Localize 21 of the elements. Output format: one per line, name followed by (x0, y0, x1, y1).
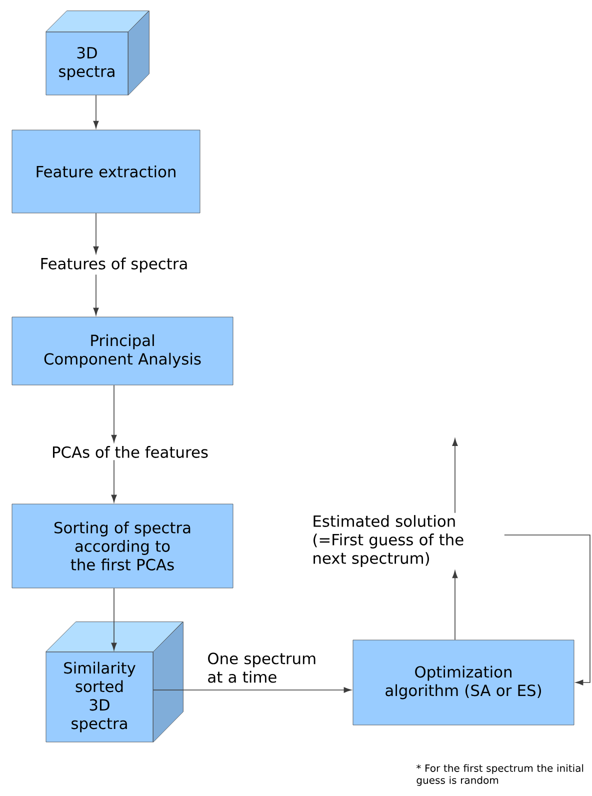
arrow (111, 384, 117, 442)
flow-text: Estimated solution (=First guess of the next spectrum) (314, 515, 464, 567)
cube-box: 3D spectra (46, 10, 150, 96)
arrow (111, 460, 117, 502)
process-box: Optimization algorithm (SA or ES) (352, 640, 574, 726)
arrow (93, 212, 99, 254)
footnote: * For the first spectrum the initial guess is random (416, 764, 584, 786)
process-box: Sorting of spectra according to the first PCAs (12, 504, 234, 588)
arrow (93, 94, 99, 128)
arrow (93, 274, 99, 316)
cube-box: Similarity sorted 3D spectra (46, 622, 184, 742)
arrow (111, 588, 117, 650)
arrow (452, 570, 458, 640)
arrow (504, 534, 590, 686)
process-box: Feature extraction (12, 130, 200, 214)
flow-text: PCAs of the features (53, 446, 208, 458)
flow-text: Features of spectra (41, 258, 187, 272)
edge-label: One spectrum at a time (208, 652, 316, 683)
arrow (452, 438, 458, 514)
arrow (152, 687, 352, 693)
process-box: Principal Component Analysis (12, 316, 234, 386)
